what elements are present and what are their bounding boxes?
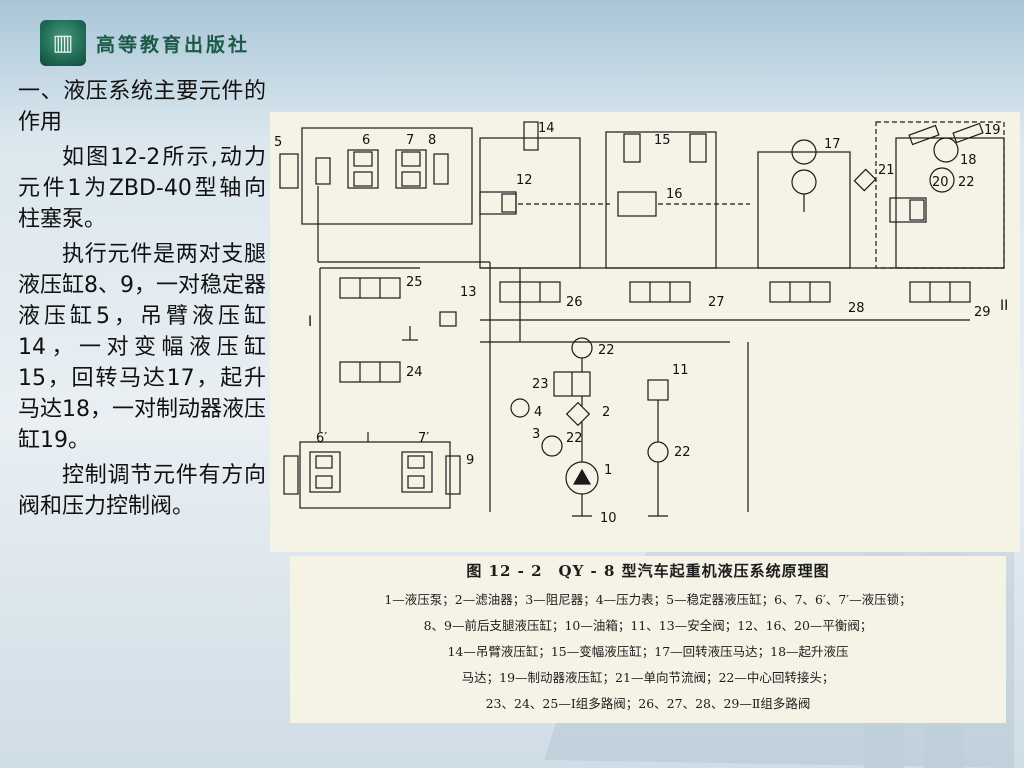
label-22-right: 22 [674,445,691,460]
label-21: 21 [878,163,895,178]
label-25: 25 [406,275,423,290]
label-6-prime: 6′ [316,431,327,446]
label-19: 19 [984,123,1001,138]
label-6: 6 [362,133,370,148]
label-8: 8 [428,133,436,148]
paragraph-power-element: 如图12-2所示,动力元件1为ZBD-40型轴向柱塞泵。 [18,145,266,232]
label-23: 23 [532,377,549,392]
legend-line-5: 23、24、25—Ⅰ组多路阀；26、27、28、29—Ⅱ组多路阀 [485,696,811,711]
label-4: 4 [534,405,542,420]
publisher-logo-icon: ▥ [40,20,86,66]
publisher-name: 高等教育出版社 [96,33,251,56]
label-22-upper: 22 [598,343,615,358]
label-9: 9 [466,453,474,468]
legend-line-3: 14—吊臂液压缸；15—变幅液压缸；17—回转液压马达；18—起升液压 [447,644,849,659]
label-13: 13 [460,285,477,300]
label-group-i: I [308,314,312,330]
label-28: 28 [848,301,865,316]
label-24: 24 [406,365,423,380]
label-3: 3 [532,427,540,442]
figure-caption: 图 12 - 2 QY - 8 型汽车起重机液压系统原理图 1—液压泵；2—滤油… [290,556,1006,723]
label-17: 17 [824,137,841,152]
label-7-prime: 7′ [418,431,429,446]
label-7: 7 [406,133,414,148]
label-29: 29 [974,305,991,320]
valve-group-ii [499,281,971,303]
label-1: 1 [604,463,612,478]
section-heading: 一、液压系统主要元件的作用 [18,79,266,135]
legend-line-2: 8、9—前后支腿液压缸；10—油箱；11、13—安全阀；12、16、20—平衡阀… [423,618,873,633]
label-5: 5 [274,135,282,150]
legend-line-4: 马达；19—制动器液压缸；21—单向节流阀；22—中心回转接头； [461,670,835,685]
label-18: 18 [960,153,977,168]
paragraph-control-elements: 控制调节元件有方向阀和压力控制阀。 [18,463,266,519]
label-group-ii: II [1000,298,1008,314]
hydraulic-schematic: 5 6 7 8 14 12 15 16 17 19 18 20 22 21 25… [270,112,1020,552]
label-15: 15 [654,133,671,148]
label-20: 20 [932,175,949,190]
label-2: 2 [602,405,610,420]
label-12: 12 [516,173,533,188]
paragraph-actuators: 执行元件是两对支腿液压缸8、9，一对稳定器液压缸5，吊臂液压缸14，一对变幅液压… [18,242,266,453]
slide-body-text: 一、液压系统主要元件的作用 如图12-2所示,动力元件1为ZBD-40型轴向柱塞… [18,76,266,526]
label-22-hoist: 22 [958,175,975,190]
outrigger-valve-frame [301,127,473,225]
publisher-logo: ▥ 高等教育出版社 [40,20,250,66]
label-14: 14 [538,121,555,136]
label-27: 27 [708,295,725,310]
label-11: 11 [672,363,689,378]
legend-line-1: 1—液压泵；2—滤油器；3—阻尼器；4—压力表；5—稳定器液压缸；6、7、6′、… [384,592,912,607]
label-22-lower: 22 [566,431,583,446]
figure-title: 图 12 - 2 QY - 8 型汽车起重机液压系统原理图 [466,562,830,580]
label-26: 26 [566,295,583,310]
label-10: 10 [600,511,617,526]
label-16: 16 [666,187,683,202]
